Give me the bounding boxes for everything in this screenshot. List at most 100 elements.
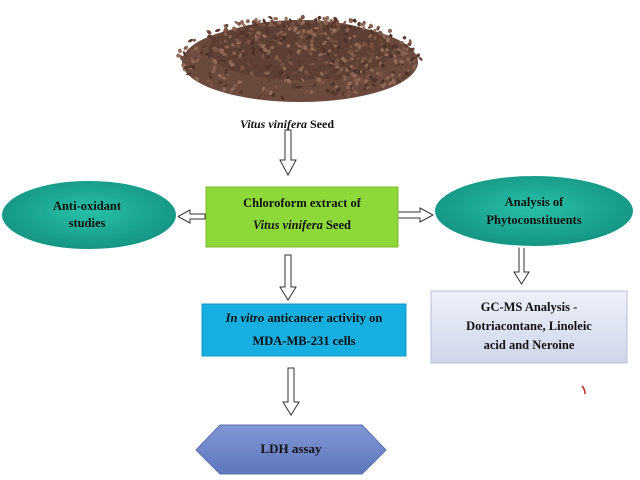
seed-grain bbox=[303, 45, 308, 50]
seed-grain bbox=[264, 71, 270, 75]
seed-grain bbox=[286, 43, 291, 48]
seed-grain bbox=[273, 16, 279, 21]
seed-grain bbox=[229, 66, 235, 71]
seed-grain bbox=[341, 26, 345, 31]
seed-grain bbox=[300, 44, 305, 49]
seed-grain bbox=[275, 55, 278, 60]
seed-grain bbox=[322, 35, 327, 41]
seed-grain bbox=[345, 69, 350, 72]
seed-grain bbox=[250, 47, 257, 50]
chloroform-extract-label: Chloroform extract of Vitus vinifera See… bbox=[206, 192, 398, 236]
seed-grain bbox=[304, 89, 309, 94]
seed-grain bbox=[352, 67, 358, 70]
seed-grain bbox=[286, 54, 290, 60]
seed-grain bbox=[411, 47, 415, 52]
seed-grain bbox=[394, 44, 398, 49]
seed-grain bbox=[281, 35, 286, 41]
seed-grain bbox=[328, 18, 333, 24]
seed-grain bbox=[369, 45, 373, 49]
seed-grain bbox=[378, 38, 383, 43]
seed-grain bbox=[289, 18, 292, 23]
chloroform-extract-line2: Vitus vinifera Seed bbox=[206, 214, 398, 236]
seed-grain bbox=[283, 90, 290, 95]
seed-grain bbox=[379, 56, 383, 61]
seed-grain bbox=[262, 34, 267, 38]
seed-grain bbox=[296, 49, 301, 55]
ldh-assay-label: LDH assay bbox=[196, 440, 386, 458]
seed-grain bbox=[205, 52, 211, 57]
seed-grain bbox=[367, 66, 370, 71]
seed-grain bbox=[181, 63, 187, 68]
seed-grain bbox=[391, 45, 394, 50]
seed-grain bbox=[222, 76, 226, 81]
seed-grain bbox=[343, 20, 347, 25]
seed-grain bbox=[268, 90, 273, 96]
seed-grain bbox=[376, 25, 380, 31]
seed-grain bbox=[303, 42, 307, 46]
seed-grain bbox=[322, 48, 327, 53]
seed-grain bbox=[232, 51, 236, 55]
seed-grain bbox=[376, 35, 381, 39]
seed-grain bbox=[330, 47, 335, 51]
seed-grain bbox=[247, 62, 252, 67]
seed-grain bbox=[355, 62, 360, 66]
seed-grain bbox=[262, 86, 265, 92]
seed-grain bbox=[361, 56, 368, 60]
seed-grain bbox=[336, 58, 340, 62]
seed-grain bbox=[367, 87, 372, 92]
seed-grain bbox=[229, 62, 235, 67]
seed-grain bbox=[256, 33, 262, 39]
antioxidant-line2: studies bbox=[68, 216, 106, 230]
seed-grain bbox=[415, 53, 420, 58]
seed-grain bbox=[316, 77, 322, 82]
seed-grain bbox=[240, 48, 245, 53]
seed-grain bbox=[399, 40, 405, 45]
seed-grain bbox=[345, 27, 350, 32]
seed-grain bbox=[195, 58, 200, 63]
seed-grain bbox=[319, 31, 324, 36]
seed-grain bbox=[191, 64, 196, 70]
seed-grain bbox=[238, 47, 242, 52]
seed-grain bbox=[346, 85, 351, 90]
seed-grain bbox=[347, 49, 352, 54]
seed-grain bbox=[190, 50, 195, 55]
seed-grain bbox=[275, 94, 280, 97]
seed-grain bbox=[274, 84, 279, 90]
seed-grain bbox=[356, 56, 360, 61]
seed-grain bbox=[314, 53, 318, 57]
seed-grain bbox=[282, 24, 287, 28]
seed-grain bbox=[183, 45, 189, 51]
seed-grain bbox=[258, 47, 264, 52]
seed-grain bbox=[298, 67, 303, 72]
seed-grain bbox=[208, 75, 213, 80]
seed-grain bbox=[317, 57, 322, 62]
seed-grain bbox=[359, 70, 363, 74]
seed-grain bbox=[251, 20, 256, 25]
seed-grain bbox=[227, 73, 230, 78]
seed-grain bbox=[317, 15, 322, 20]
seed-grain bbox=[348, 25, 353, 29]
seed-grain bbox=[260, 43, 266, 49]
seed-grain bbox=[185, 72, 192, 76]
seed-grain bbox=[351, 53, 356, 58]
seed-grain bbox=[254, 63, 258, 69]
seed-grain bbox=[222, 87, 227, 92]
seed-grain bbox=[239, 90, 244, 94]
seed-grain bbox=[343, 75, 347, 82]
seed-grain bbox=[336, 70, 342, 75]
seed-grain bbox=[261, 23, 266, 27]
seed-grain bbox=[304, 26, 309, 29]
seed-grain bbox=[246, 39, 251, 45]
seed-grain bbox=[330, 90, 336, 95]
seed-caption-text: Seed bbox=[307, 117, 334, 131]
seed-caption: Vitus vinifera Seed bbox=[212, 116, 362, 132]
seed-grain bbox=[287, 26, 292, 32]
phytoconstituents-label: Analysis of Phytoconstituents bbox=[450, 193, 618, 229]
seed-grain bbox=[332, 28, 337, 33]
seed-grain bbox=[343, 58, 347, 63]
seed-grain bbox=[304, 69, 308, 74]
seed-grain bbox=[339, 79, 343, 83]
seed-grain bbox=[400, 74, 404, 78]
seed-grain bbox=[315, 45, 319, 50]
seed-grain bbox=[314, 18, 318, 22]
